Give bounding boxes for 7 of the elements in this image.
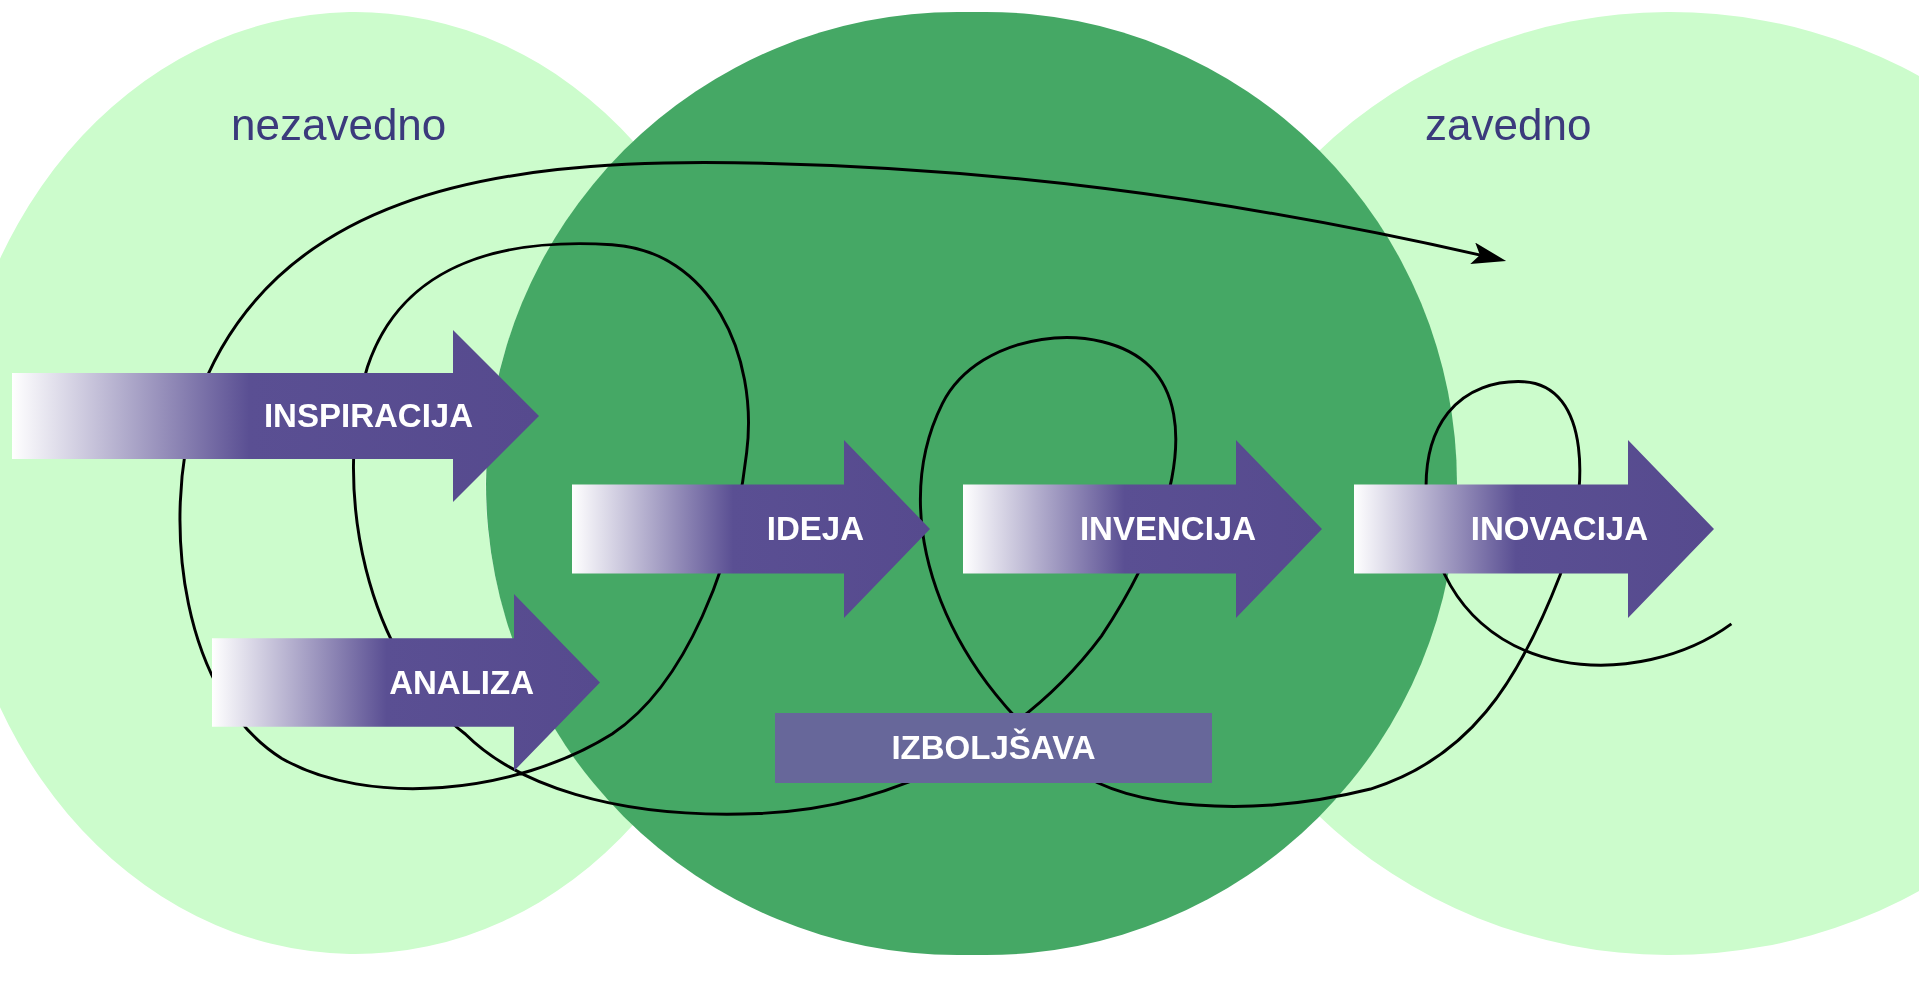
area-label: zavedno [1425,99,1592,151]
arrow-label: INOVACIJA [1470,509,1648,550]
arrow-label: IDEJA [766,509,864,550]
arrow-label: INVENCIJA [1079,509,1256,550]
arrow-label: INSPIRACIJA [263,396,473,437]
area-label: nezavedno [231,99,447,151]
arrow-label: ANALIZA [389,662,534,703]
